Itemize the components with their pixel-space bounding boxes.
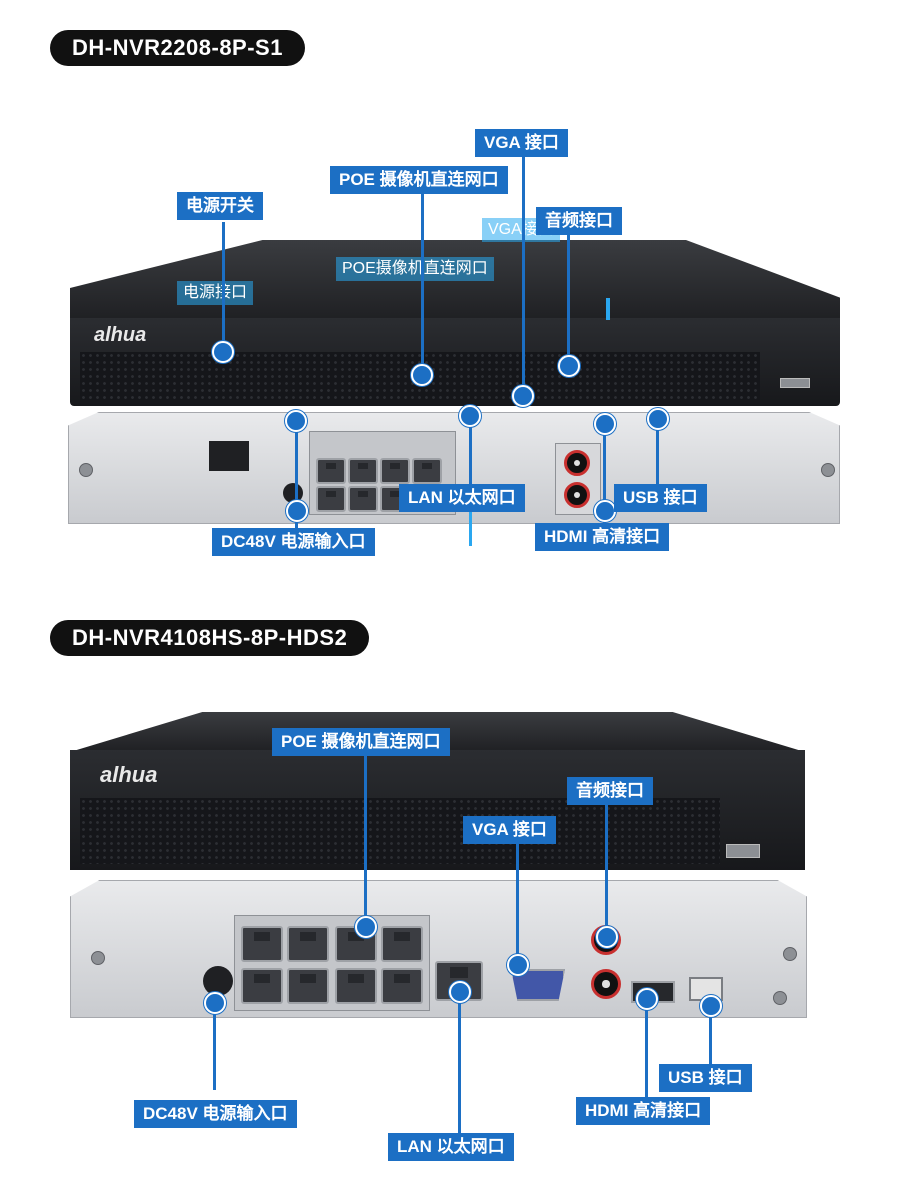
poe-port-block [234, 915, 430, 1011]
label-audio-top: 音频接口 [536, 207, 622, 235]
rj45-port [316, 458, 346, 484]
label-vga-top: VGA 接口 [475, 129, 568, 157]
connector-line [458, 990, 461, 1136]
nvr-front-panel: alhua [70, 750, 805, 870]
pointer-dot [594, 500, 616, 522]
connector-line [645, 996, 648, 1098]
audio-port-block [555, 443, 601, 515]
rj45-port [335, 968, 377, 1004]
connector-line [213, 1000, 216, 1090]
label-lan-bottom: LAN 以太网口 [388, 1133, 514, 1161]
dc-input-jack [283, 483, 303, 503]
connector-line [421, 193, 424, 375]
vent-mesh [80, 798, 720, 864]
pointer-dot [596, 926, 618, 948]
pointer-dot [700, 995, 722, 1017]
pointer-dot [459, 405, 481, 427]
label-poe-bottom: POE 摄像机直连网口 [272, 728, 450, 756]
nvr-rear-panel [68, 412, 840, 524]
pointer-dot [636, 988, 658, 1010]
pointer-dot [647, 408, 669, 430]
label-poe-top: POE 摄像机直连网口 [330, 166, 508, 194]
dc-input-jack [203, 966, 233, 996]
rj45-port [381, 968, 423, 1004]
rj45-port [380, 458, 410, 484]
connector-line [295, 420, 298, 528]
label-hdmi-top: HDMI 高清接口 [535, 523, 670, 551]
label-audio-bottom: 音频接口 [567, 777, 653, 805]
pointer-dot [286, 500, 308, 522]
audio-rca-port [591, 969, 621, 999]
label-dc-bottom: DC48V 电源输入口 [134, 1100, 297, 1128]
screw [79, 463, 93, 477]
connector-line [469, 415, 472, 493]
connector-line [522, 157, 525, 395]
nvr-front-panel: alhua [70, 298, 840, 406]
pointer-dot [512, 385, 534, 407]
usb-port-front [780, 378, 810, 388]
connector-line [603, 424, 606, 524]
connector-line [567, 234, 570, 364]
nvr-rear-panel [70, 880, 807, 1018]
pointer-dot [212, 341, 234, 363]
label-dc-top: DC48V 电源输入口 [212, 528, 375, 556]
rj45-port [287, 968, 329, 1004]
label-vga-bottom: VGA 接口 [463, 816, 556, 844]
rj45-port [287, 926, 329, 962]
status-led [606, 298, 610, 320]
connector-line [364, 756, 367, 926]
rj45-port [241, 926, 283, 962]
label-hdmi-bottom: HDMI 高清接口 [576, 1097, 711, 1125]
rj45-port [241, 968, 283, 1004]
label-lan-top: LAN 以太网口 [399, 484, 525, 512]
brand-logo: alhua [100, 762, 158, 787]
model-name-top: DH-NVR2208-8P-S1 [50, 30, 305, 66]
rj45-port [316, 486, 346, 512]
brand-logo: alhua [94, 324, 147, 346]
audio-rca-port [564, 450, 590, 476]
rj45-port [381, 926, 423, 962]
label-usb-bottom: USB 接口 [659, 1064, 752, 1092]
power-switch [209, 441, 249, 471]
rj45-port [348, 458, 378, 484]
label-power-switch-top: 电源开关 [177, 192, 263, 220]
connector-line [605, 804, 608, 936]
screw [783, 947, 797, 961]
connector-line [222, 222, 225, 350]
connector-line [469, 512, 472, 546]
usb-port-front [726, 844, 760, 858]
ghost-label-poe: POE摄像机直连网口 [336, 257, 494, 281]
model-name-bottom: DH-NVR4108HS-8P-HDS2 [50, 620, 370, 656]
ghost-label-power: 电源接口 [177, 281, 254, 305]
connector-line [709, 1004, 712, 1066]
screw [821, 463, 835, 477]
pointer-dot [204, 992, 226, 1014]
poe-port-block [309, 431, 456, 515]
pointer-dot [411, 364, 433, 386]
rj45-port [348, 486, 378, 512]
pointer-dot [558, 355, 580, 377]
audio-rca-port [564, 482, 590, 508]
pointer-dot [285, 410, 307, 432]
connector-line [656, 420, 659, 486]
rj45-port [412, 458, 442, 484]
pointer-dot [355, 916, 377, 938]
connector-line [516, 843, 519, 963]
pointer-dot [594, 413, 616, 435]
pointer-dot [449, 981, 471, 1003]
screw [773, 991, 787, 1005]
pointer-dot [507, 954, 529, 976]
screw [91, 951, 105, 965]
label-usb-top: USB 接口 [614, 484, 707, 512]
